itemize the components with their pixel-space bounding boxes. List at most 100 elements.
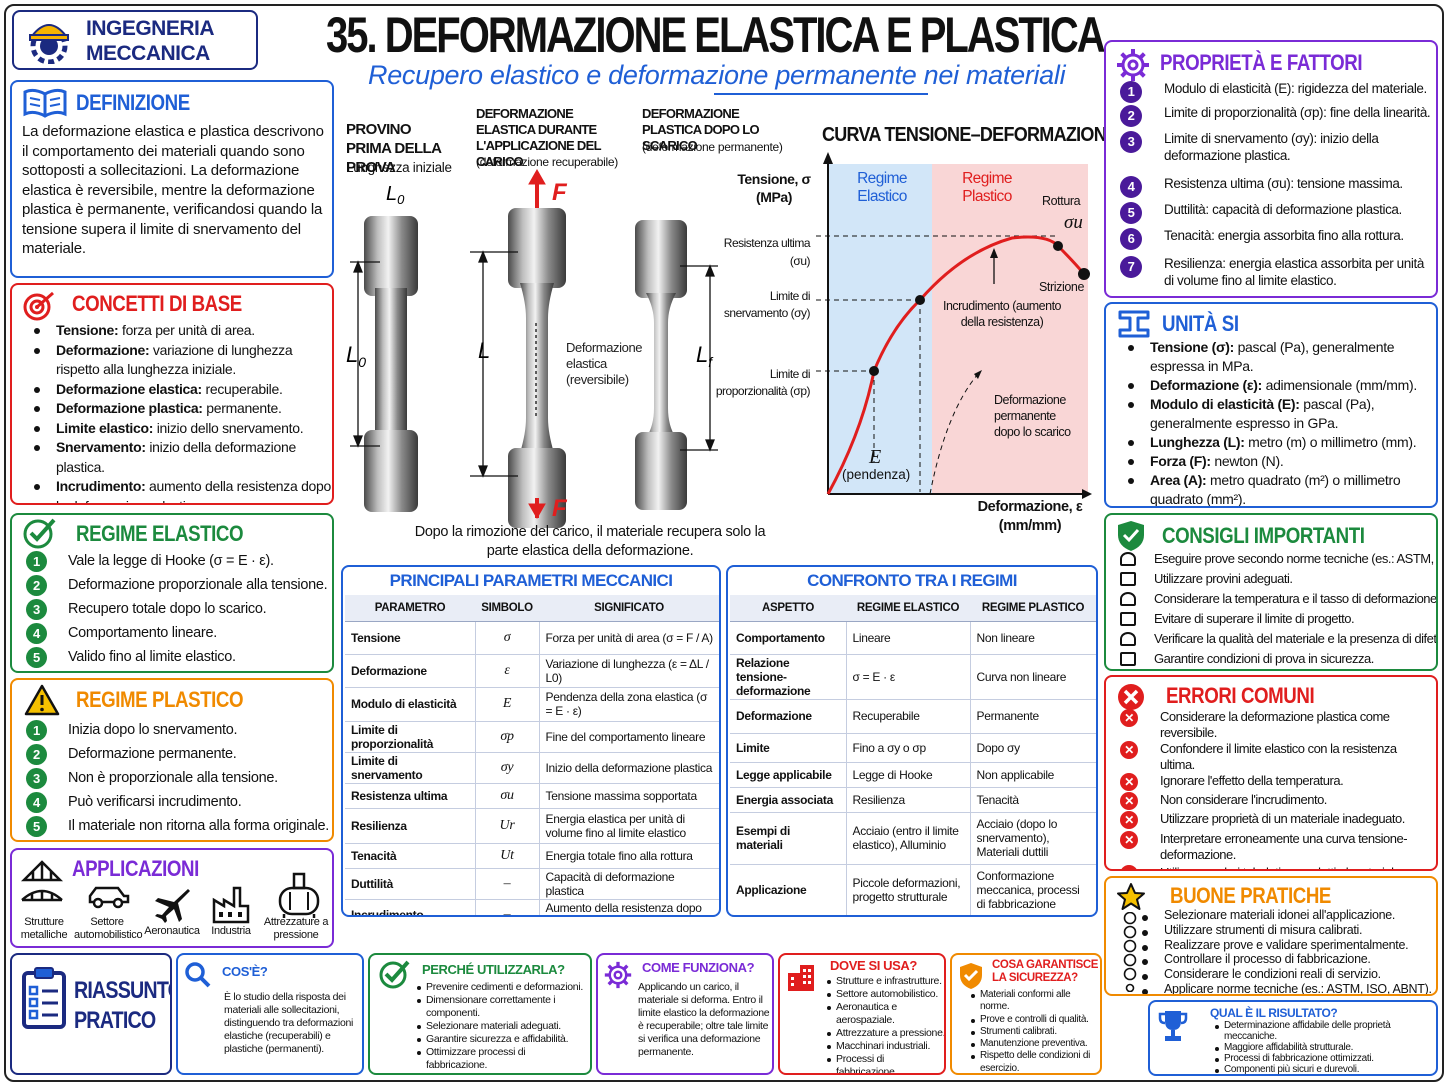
consigli-box: CONSIGLI IMPORTANTI Eseguire prove secon… bbox=[1104, 513, 1438, 671]
proprieta-text: Resistenza ultima (σu): tensione massima… bbox=[1164, 176, 1403, 191]
trophy-icon bbox=[1158, 1011, 1188, 1041]
table-cell: – bbox=[474, 868, 539, 900]
thermometer-icon bbox=[1120, 592, 1136, 606]
number-badge: 5 bbox=[26, 647, 47, 668]
subtitle-underline bbox=[714, 93, 928, 95]
table-cell: Esempi di materiali bbox=[730, 812, 846, 865]
plastico-title: REGIME PLASTICO bbox=[76, 687, 244, 712]
table-cell: Legge di Hooke bbox=[845, 762, 970, 788]
concetti-item: Tensione: forza per unità di area. bbox=[12, 321, 332, 341]
label-E: E bbox=[869, 446, 882, 468]
bridge-icon bbox=[20, 860, 64, 902]
curve-ylabel: Tensione, σ (MPa) bbox=[737, 171, 811, 205]
errori-item: ✕Non considerare l'incrudimento. bbox=[1106, 792, 1436, 811]
table-cell: Piccole deformazioni, progetto struttura… bbox=[845, 864, 970, 915]
table-cell: Tenacità bbox=[345, 843, 475, 869]
errori-item: ✕Interpretare erroneamente una curva ten… bbox=[1106, 831, 1436, 865]
table-cell: Capacità di deformazione plastica bbox=[538, 868, 719, 900]
table-cell: Energia totale fino alla rottura bbox=[538, 843, 719, 869]
sicurezza-item: Rispetto delle condizioni di esercizio. bbox=[970, 1050, 1100, 1073]
errori-text: Ignorare l'effetto della temperatura. bbox=[1160, 773, 1344, 788]
table-cell: Limite bbox=[730, 733, 846, 763]
pratiche-item: Selezionare materiali idonei all'applica… bbox=[1120, 908, 1436, 923]
table-cell: Applicazione bbox=[730, 864, 846, 915]
concetti-list: Tensione: forza per unità di area.Deform… bbox=[12, 321, 332, 503]
unita-item: Forza (F): newton (N). bbox=[1106, 452, 1436, 471]
gear-icon bbox=[604, 961, 632, 989]
specimen-initial bbox=[364, 216, 418, 512]
concetti-term: Snervamento: bbox=[56, 439, 146, 455]
table-cell: Fine del comportamento lineare bbox=[538, 721, 719, 753]
brand-line1: INGEGNERIA bbox=[86, 17, 215, 40]
label-sigma-u: σu bbox=[1064, 212, 1083, 233]
pratiche-item: Considerare le condizioni reali di servi… bbox=[1120, 967, 1436, 982]
proprieta-item: 6 Tenacità: energia assorbita fino alla r… bbox=[1106, 227, 1436, 255]
x-circle-icon: ✕ bbox=[1120, 811, 1138, 829]
concetti-item: Limite elastico: inizio dello snervament… bbox=[12, 419, 332, 439]
dove-item: Attrezzature a pressione. bbox=[826, 1027, 944, 1040]
proprieta-text: Tenacità: energia assorbita fino alla ro… bbox=[1164, 228, 1404, 243]
curve-area: CURVA TENSIONE–DEFORMAZIONE Tensione, σ … bbox=[712, 112, 1118, 548]
table-cell: Forza per unità di area (σ = F / A) bbox=[538, 621, 719, 655]
person-icon bbox=[1120, 612, 1136, 626]
table-header: ASPETTO bbox=[730, 595, 846, 622]
unita-item: Area (A): metro quadrato (m²) o millimet… bbox=[1106, 471, 1436, 507]
table-cell: Dopo σy bbox=[969, 733, 1096, 763]
table-cell: Lineare bbox=[845, 621, 970, 655]
consigli-item: Verificare la qualità del materiale e la… bbox=[1106, 629, 1436, 649]
pratiche-text: Utilizzare strumenti di misura calibrati… bbox=[1164, 922, 1363, 937]
table-header: REGIME PLASTICO bbox=[970, 595, 1096, 622]
plastico-text: Deformazione permanente. bbox=[68, 746, 237, 762]
unita-item: Deformazione (ε): adimensionale (mm/mm). bbox=[1106, 376, 1436, 395]
label-E-sub: (pendenza) bbox=[842, 467, 911, 482]
unita-desc: metro quadrato (m²) o millimetro quadrat… bbox=[1150, 472, 1401, 507]
errori-text: Utilizzare proprietà di un materiale ina… bbox=[1160, 811, 1405, 826]
label-necking: Strizione bbox=[1039, 280, 1085, 294]
unita-list: Tensione (σ): pascal (Pa), generalmente … bbox=[1106, 338, 1436, 507]
table-cell: Conformazione meccanica, processi di fab… bbox=[969, 864, 1096, 915]
concetti-desc: inizio della deformazione plastica. bbox=[56, 439, 296, 475]
number-badge: 6 bbox=[1120, 228, 1142, 250]
number-badge: 3 bbox=[1120, 131, 1142, 153]
table-header: SIGNIFICATO bbox=[539, 595, 719, 622]
errori-item: ✕Confondere il limite elastico con la re… bbox=[1106, 741, 1436, 773]
specimen-elastic bbox=[508, 208, 566, 528]
elastico-text: Vale la legge di Hooke (σ = E · ε). bbox=[68, 553, 274, 569]
table-cell: Comportamento bbox=[730, 621, 846, 655]
table-cell: E bbox=[474, 687, 539, 722]
unita-term: Area (A): bbox=[1150, 472, 1207, 488]
come-box: COME FUNZIONA? Applicando un carico, il … bbox=[596, 953, 774, 1075]
point-ultimate bbox=[1053, 241, 1063, 251]
zone-plastic-bg bbox=[932, 164, 1088, 494]
errori-list: ✕Considerare la deformazione plastica co… bbox=[1106, 709, 1436, 869]
elastico-text: Recupero totale dopo lo scarico. bbox=[68, 601, 267, 617]
app-label-strutture: Strutture metalliche bbox=[20, 916, 68, 941]
perche-item: Prevenire cedimenti e deformazioni. bbox=[416, 981, 588, 994]
consigli-title: CONSIGLI IMPORTANTI bbox=[1162, 523, 1365, 548]
unita-term: Tensione (σ): bbox=[1150, 339, 1234, 355]
number-badge: 3 bbox=[26, 768, 47, 789]
proprieta-text: Limite di snervamento (σy): inizio della… bbox=[1164, 131, 1379, 163]
table-cell: Ur bbox=[474, 808, 539, 844]
buildings-icon bbox=[788, 965, 814, 991]
concetti-item: Deformazione: variazione di lunghezza ri… bbox=[12, 341, 332, 380]
unita-desc: pascal (Pa), generalmente espressa in MP… bbox=[1150, 339, 1395, 374]
unita-title: UNITÀ SI bbox=[1162, 311, 1239, 336]
dove-title: DOVE SI USA? bbox=[830, 958, 917, 973]
dove-item: Aeronautica e aerospaziale. bbox=[826, 1001, 944, 1027]
